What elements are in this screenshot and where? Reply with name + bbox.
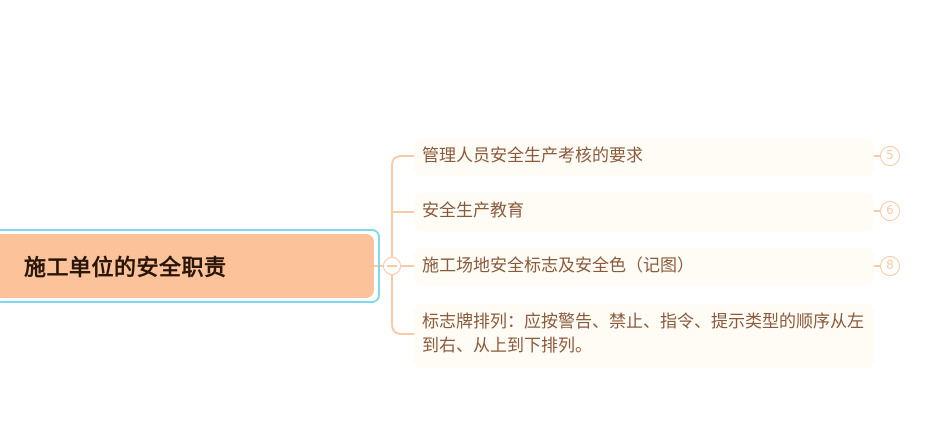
- collapsed-count-badge[interactable]: 6: [880, 201, 900, 221]
- subtopic-label: 管理人员安全生产考核的要求: [422, 146, 643, 166]
- subtopic-3[interactable]: 施工场地安全标志及安全色（记图）: [414, 248, 874, 286]
- subtopic-label: 标志牌排列：应按警告、禁止、指令、提示类型的顺序从左到右、从上到下排列。: [422, 312, 864, 356]
- subtopic-2[interactable]: 安全生产教育: [414, 193, 874, 231]
- subtopic-label: 安全生产教育: [422, 201, 524, 221]
- subtopic-1[interactable]: 管理人员安全生产考核的要求: [414, 138, 874, 176]
- subtopic-4[interactable]: 标志牌排列：应按警告、禁止、指令、提示类型的顺序从左到右、从上到下排列。: [414, 304, 874, 368]
- root-selection-outline: [0, 229, 380, 303]
- root-topic-label: 施工单位的安全职责: [24, 256, 227, 281]
- collapsed-count-badge[interactable]: 8: [880, 256, 900, 276]
- collapse-toggle-icon[interactable]: [383, 257, 401, 275]
- root-topic[interactable]: 施工单位的安全职责: [0, 234, 374, 298]
- collapsed-count-badge[interactable]: 5: [880, 146, 900, 166]
- subtopic-label: 施工场地安全标志及安全色（记图）: [422, 256, 694, 276]
